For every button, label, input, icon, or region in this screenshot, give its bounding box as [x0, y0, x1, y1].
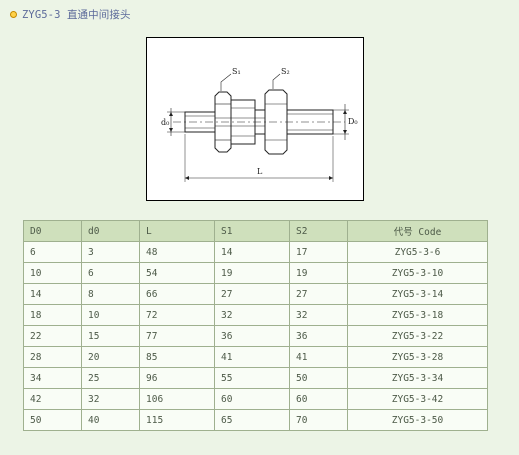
cell-S1: 55 [214, 367, 290, 389]
left-nut [214, 91, 232, 153]
header-code: 代号 Code [347, 220, 488, 242]
cell-L: 115 [139, 409, 215, 431]
cell-S2: 70 [289, 409, 348, 431]
cell-S2: 32 [289, 304, 348, 326]
label-d0: d₀ [161, 118, 169, 127]
label-L: L [257, 167, 263, 176]
cell-code: ZYG5-3-22 [347, 325, 488, 347]
label-s1: S₁ [232, 67, 241, 76]
table-row: 28 20 85 41 41 ZYG5-3-28 [23, 346, 488, 368]
cell-L: 106 [139, 388, 215, 410]
cell-L: 72 [139, 304, 215, 326]
cell-S2: 36 [289, 325, 348, 347]
cell-L: 54 [139, 262, 215, 284]
cell-D0: 14 [23, 283, 82, 305]
table-header-row: D0 d0 L S1 S2 代号 Code [23, 220, 488, 242]
cell-S2: 50 [289, 367, 348, 389]
cell-S2: 19 [289, 262, 348, 284]
header-D0: D0 [23, 220, 82, 242]
cell-code: ZYG5-3-50 [347, 409, 488, 431]
cell-S1: 14 [214, 241, 290, 263]
cell-S1: 27 [214, 283, 290, 305]
cell-L: 96 [139, 367, 215, 389]
cell-d0: 6 [81, 262, 140, 284]
table-row: 6 3 48 14 17 ZYG5-3-6 [23, 241, 488, 263]
cell-D0: 6 [23, 241, 82, 263]
page-title: ZYG5-3 直通中间接头 [22, 8, 131, 21]
cell-code: ZYG5-3-34 [347, 367, 488, 389]
cell-L: 66 [139, 283, 215, 305]
header-d0: d0 [81, 220, 140, 242]
fitting-drawing-svg: S₁ S₂ d₀ D₀ L [161, 67, 358, 182]
header-S1: S1 [214, 220, 290, 242]
cell-d0: 40 [81, 409, 140, 431]
cell-S1: 65 [214, 409, 290, 431]
header-L: L [139, 220, 215, 242]
cell-d0: 10 [81, 304, 140, 326]
header-S2: S2 [289, 220, 348, 242]
spec-table: D0 d0 L S1 S2 代号 Code 6 3 48 14 17 ZYG5-… [23, 220, 488, 431]
cell-L: 77 [139, 325, 215, 347]
cell-d0: 25 [81, 367, 140, 389]
cell-D0: 28 [23, 346, 82, 368]
cell-code: ZYG5-3-28 [347, 346, 488, 368]
cell-S2: 27 [289, 283, 348, 305]
cell-code: ZYG5-3-10 [347, 262, 488, 284]
cell-S1: 41 [214, 346, 290, 368]
cell-D0: 42 [23, 388, 82, 410]
cell-code: ZYG5-3-18 [347, 304, 488, 326]
table-row: 50 40 115 65 70 ZYG5-3-50 [23, 409, 488, 431]
cell-S2: 17 [289, 241, 348, 263]
page-header: ZYG5-3 直通中间接头 [10, 6, 131, 22]
cell-d0: 3 [81, 241, 140, 263]
table-row: 10 6 54 19 19 ZYG5-3-10 [23, 262, 488, 284]
cell-D0: 50 [23, 409, 82, 431]
cell-D0: 18 [23, 304, 82, 326]
table-row: 42 32 106 60 60 ZYG5-3-42 [23, 388, 488, 410]
label-D0: D₀ [348, 117, 358, 126]
cell-d0: 20 [81, 346, 140, 368]
cell-D0: 22 [23, 325, 82, 347]
cell-L: 48 [139, 241, 215, 263]
technical-drawing: S₁ S₂ d₀ D₀ L [146, 37, 364, 201]
cell-D0: 34 [23, 367, 82, 389]
table-row: 34 25 96 55 50 ZYG5-3-34 [23, 367, 488, 389]
cell-code: ZYG5-3-42 [347, 388, 488, 410]
cell-d0: 15 [81, 325, 140, 347]
cell-L: 85 [139, 346, 215, 368]
cell-S1: 36 [214, 325, 290, 347]
cell-code: ZYG5-3-14 [347, 283, 488, 305]
right-nut [264, 89, 288, 155]
cell-S1: 19 [214, 262, 290, 284]
cell-D0: 10 [23, 262, 82, 284]
bullet-icon [10, 10, 17, 18]
cell-S1: 32 [214, 304, 290, 326]
label-s2: S₂ [281, 67, 290, 76]
cell-S1: 60 [214, 388, 290, 410]
table-row: 14 8 66 27 27 ZYG5-3-14 [23, 283, 488, 305]
cell-d0: 8 [81, 283, 140, 305]
cell-S2: 60 [289, 388, 348, 410]
table-row: 22 15 77 36 36 ZYG5-3-22 [23, 325, 488, 347]
cell-code: ZYG5-3-6 [347, 241, 488, 263]
cell-d0: 32 [81, 388, 140, 410]
table-row: 18 10 72 32 32 ZYG5-3-18 [23, 304, 488, 326]
cell-S2: 41 [289, 346, 348, 368]
right-tube [286, 109, 334, 135]
